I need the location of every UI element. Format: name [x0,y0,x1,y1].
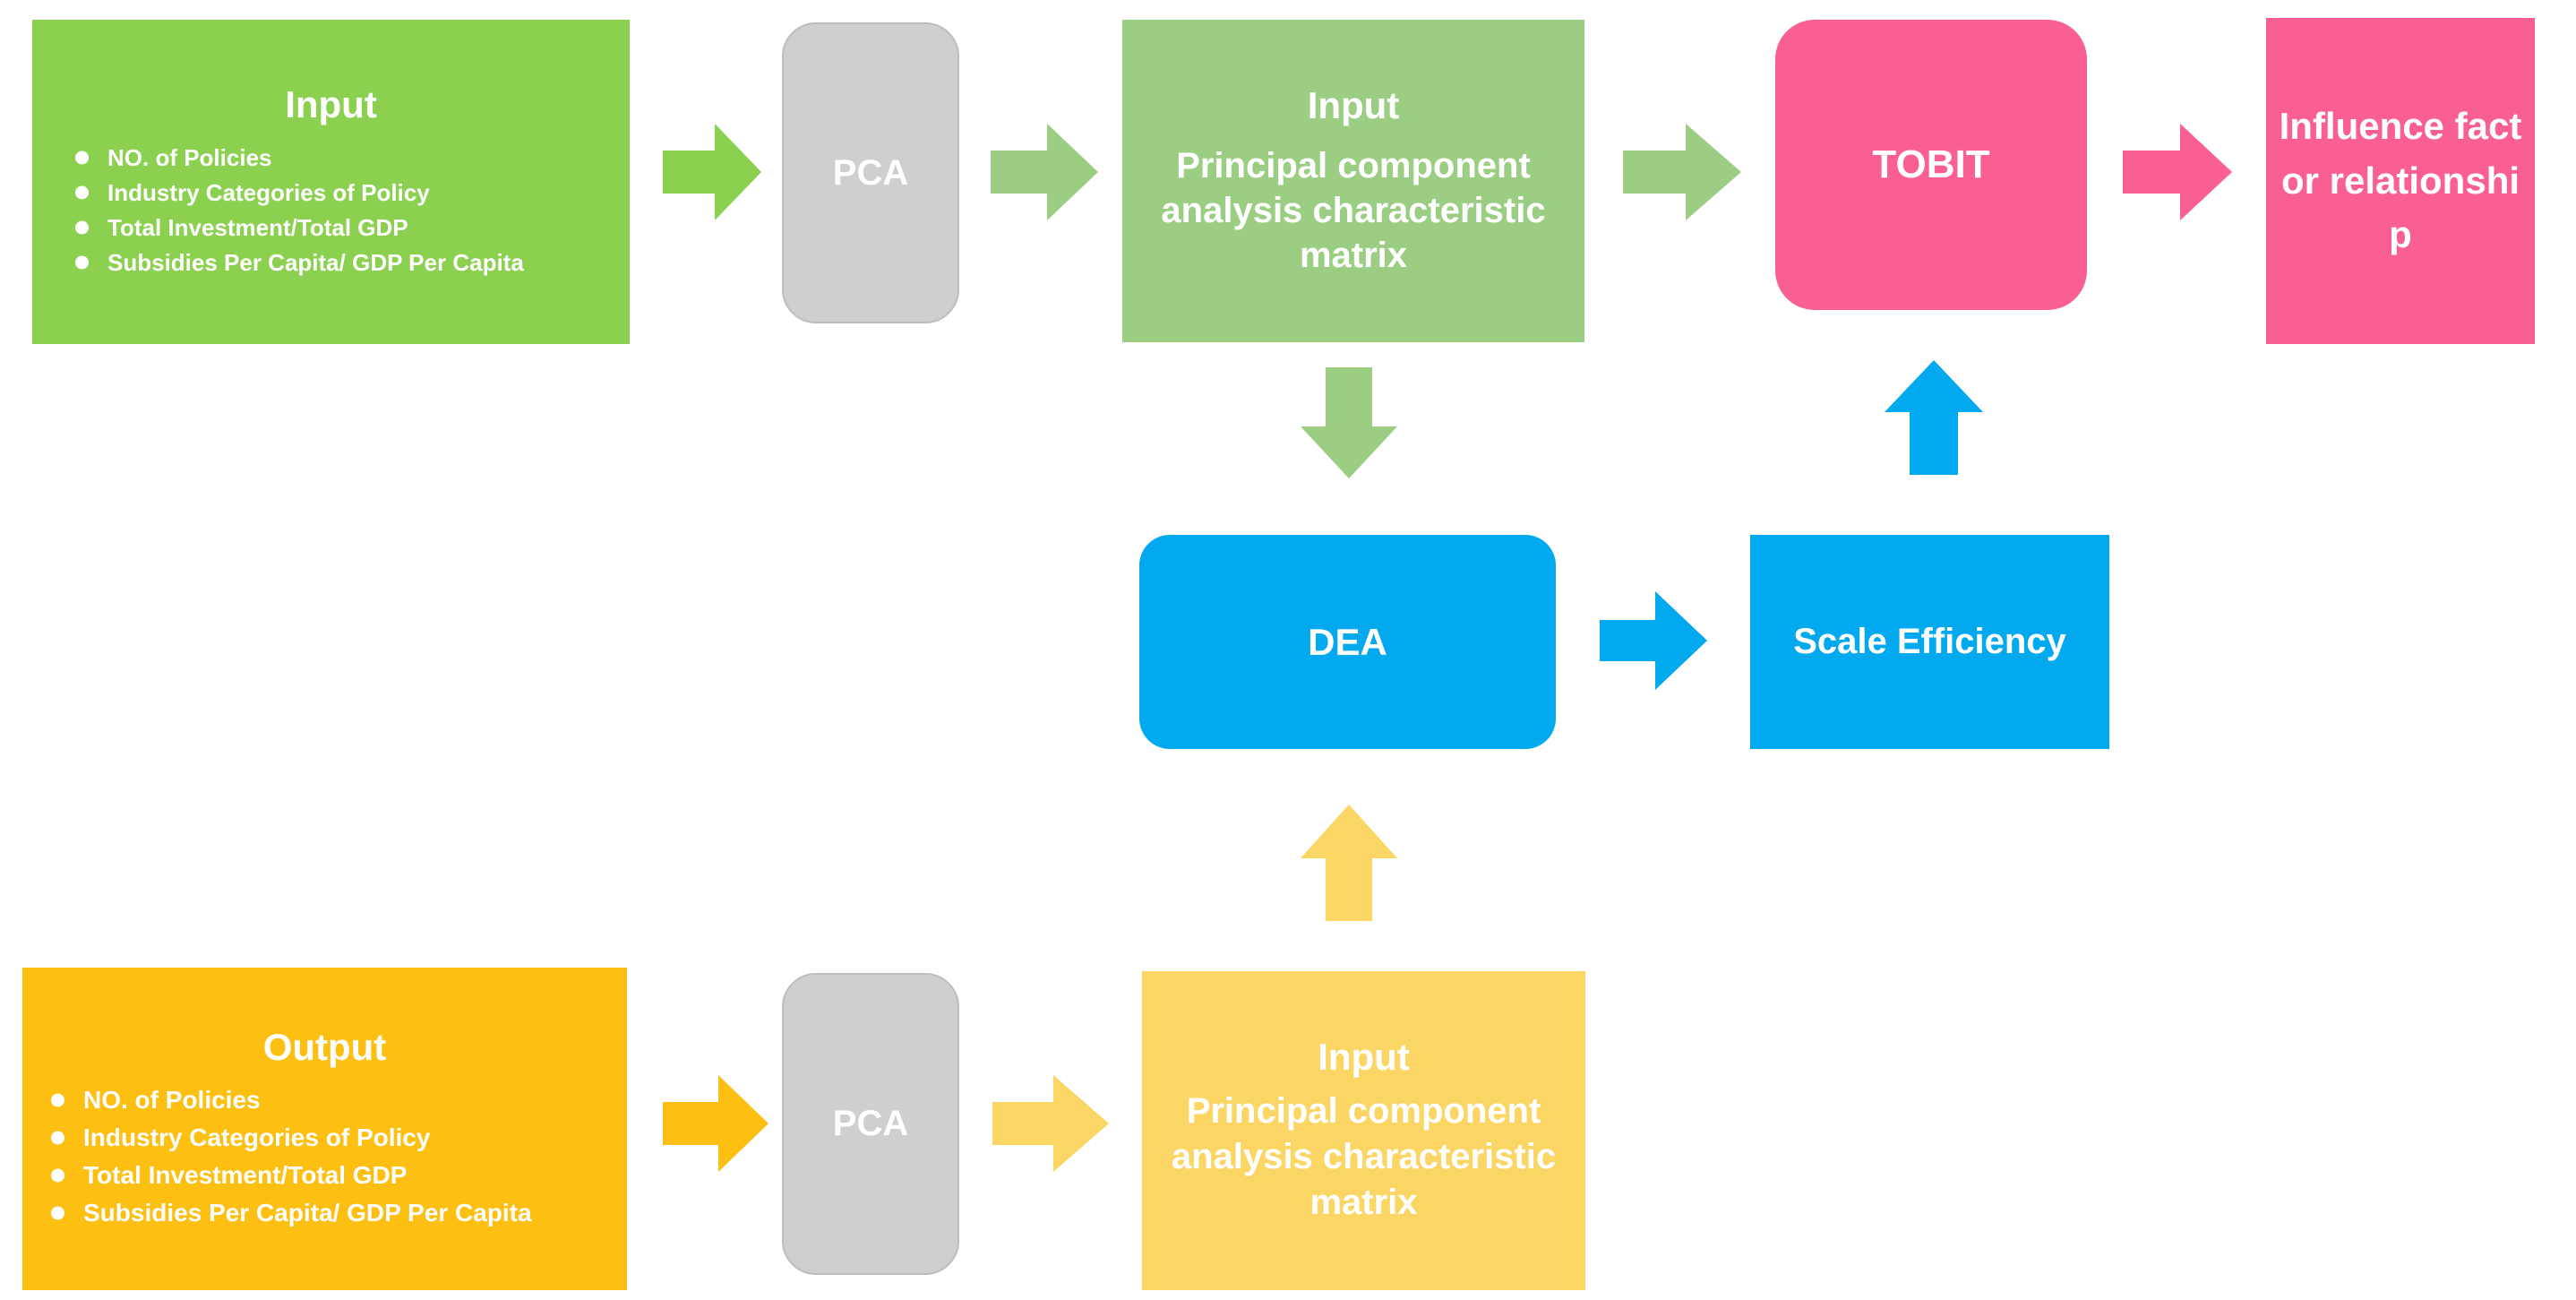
bullet-dot-icon [51,1131,64,1145]
node-dea[interactable]: DEA [1139,535,1556,749]
list-item: Subsidies Per Capita/ GDP Per Capita [75,245,630,280]
list-item: NO. of Policies [75,141,630,176]
arrow-up-icon-dea-to-tobit [1885,360,1983,475]
node-principal-component-matrix-bottom[interactable]: Input Principal component analysis chara… [1142,971,1585,1290]
list-item: Total Investment/Total GDP [51,1157,627,1194]
node-tobit[interactable]: TOBIT [1775,20,2087,310]
node-pca-bottom-label: PCA [832,1104,909,1144]
arrow-right-icon-pca-to-pcm-bottom [992,1075,1109,1172]
node-dea-label: DEA [1308,620,1387,663]
node-pca-bottom[interactable]: PCA [782,973,959,1275]
bullet-dot-icon [51,1206,64,1220]
bullet-text: NO. of Policies [107,143,272,171]
node-pcm-top-body: Principal component analysis characteris… [1161,145,1546,275]
arrow-right-icon-input-to-pca [663,124,761,220]
bullet-text: Industry Categories of Policy [107,178,430,206]
node-tobit-label: TOBIT [1872,142,1990,187]
node-input-main-bullet-list: NO. of Policies Industry Categories of P… [32,141,630,280]
node-influence-factor-relationship[interactable]: Influence factor relationship [2266,18,2535,344]
bullet-text: Subsidies Per Capita/ GDP Per Capita [107,248,524,276]
arrow-right-icon-tobit-to-influence [2123,124,2232,220]
node-pcm-bottom-body: Principal component analysis characteris… [1171,1090,1557,1223]
bullet-dot-icon [51,1093,64,1107]
bullet-dot-icon [75,185,89,200]
bullet-dot-icon [75,151,89,165]
bullet-text: Total Investment/Total GDP [83,1160,408,1189]
node-scale-efficiency[interactable]: Scale Efficiency [1750,535,2109,749]
bullet-text: NO. of Policies [83,1085,261,1114]
arrow-right-icon-output-to-pca [663,1075,769,1172]
list-item: Total Investment/Total GDP [75,211,630,245]
node-output-main-bullet-list: NO. of Policies Industry Categories of P… [22,1081,627,1232]
node-principal-component-matrix-top[interactable]: Input Principal component analysis chara… [1122,20,1584,342]
node-pcm-bottom-title: Input [1318,1035,1410,1078]
bullet-dot-icon [75,255,89,270]
node-input-main-title: Input [285,83,377,126]
bullet-text: Industry Categories of Policy [83,1123,431,1151]
bullet-dot-icon [75,220,89,235]
list-item: Industry Categories of Policy [75,176,630,211]
bullet-text: Subsidies Per Capita/ GDP Per Capita [83,1198,532,1227]
node-output-main-title: Output [262,1026,387,1069]
node-input-main[interactable]: Input NO. of Policies Industry Categorie… [32,20,630,344]
bullet-dot-icon [51,1168,64,1183]
list-item: Subsidies Per Capita/ GDP Per Capita [51,1194,627,1232]
node-scale-efficiency-label: Scale Efficiency [1793,622,2066,662]
arrow-up-icon-pcm-bottom-to-dea [1301,805,1397,921]
node-pca-top-label: PCA [832,152,909,193]
arrow-right-icon-dea-to-scale-efficiency [1600,591,1707,690]
arrow-down-icon-pcm-to-dea [1301,367,1397,478]
list-item: NO. of Policies [51,1081,627,1119]
arrow-right-icon-pca-to-pcm [991,124,1098,220]
node-output-main[interactable]: Output NO. of Policies Industry Categori… [22,968,627,1290]
list-item: Industry Categories of Policy [51,1119,627,1157]
node-pca-top[interactable]: PCA [782,22,959,323]
node-influence-label: Influence factor relationship [2279,104,2522,256]
bullet-text: Total Investment/Total GDP [107,213,408,241]
arrow-right-icon-pcm-to-tobit [1623,124,1741,220]
node-pcm-top-title: Input [1307,84,1400,127]
